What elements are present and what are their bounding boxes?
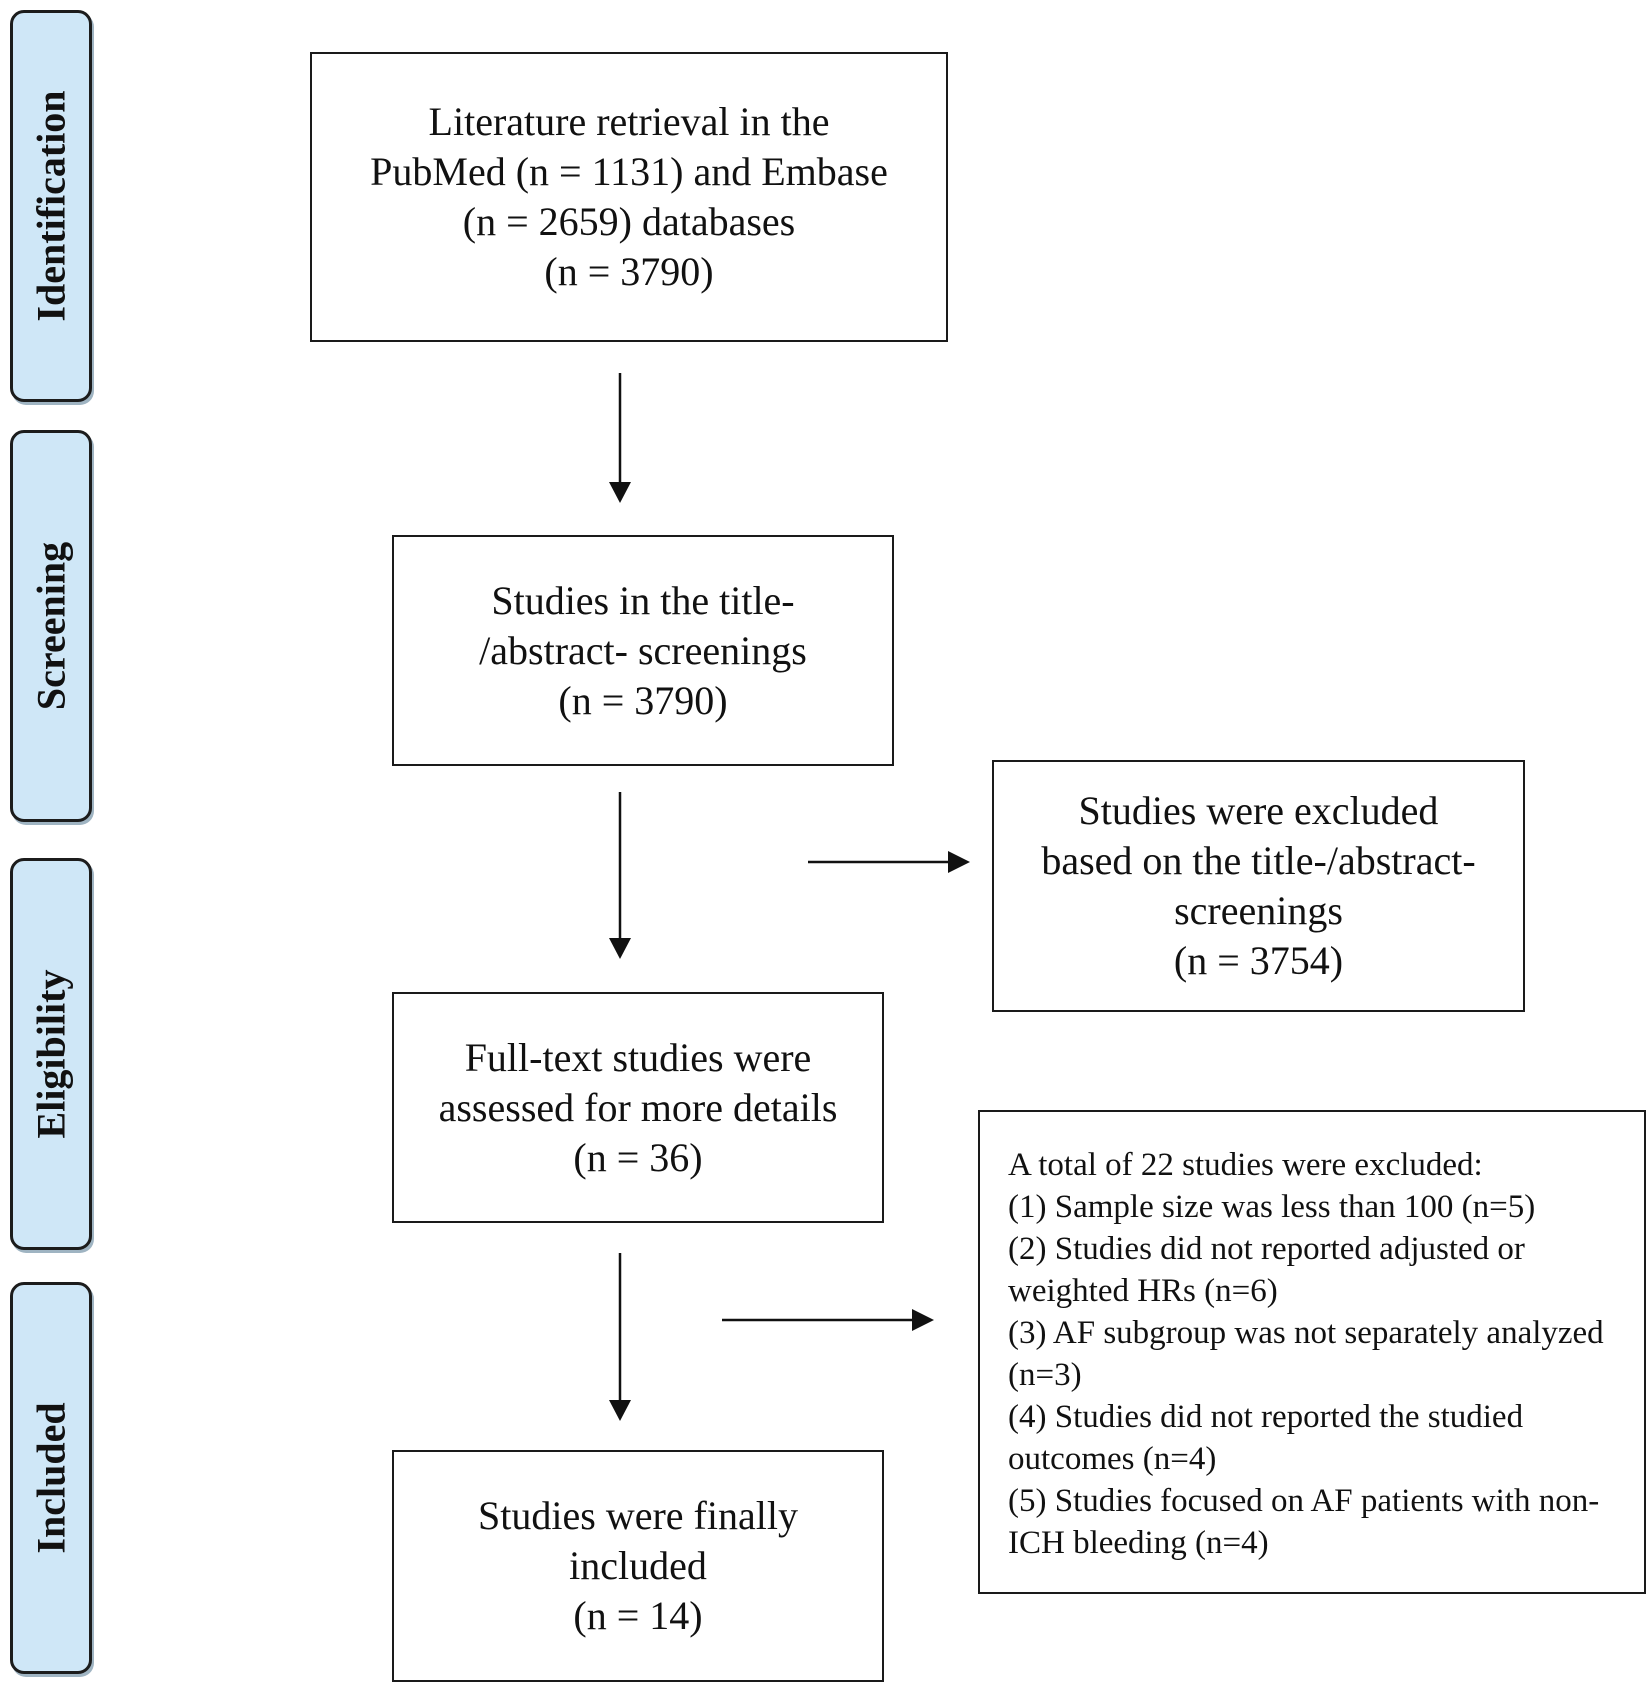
included-box-text: Studies were finally included (n = 14) xyxy=(478,1493,798,1638)
exclusion-reason-2: (2) Studies did not reported adjusted or… xyxy=(1008,1231,1525,1309)
exclusion-reason-4: (4) Studies did not reported the studied… xyxy=(1008,1399,1524,1477)
phase-included: Included xyxy=(10,1282,92,1674)
arrow-to-excluded-title xyxy=(808,851,970,873)
retrieval-box-text: Literature retrieval in the PubMed (n = … xyxy=(370,99,888,294)
phase-identification: Identification xyxy=(10,10,92,402)
exclusion-reason-3: (3) AF subgroup was not separately analy… xyxy=(1008,1315,1604,1393)
exclusion-detail-box: A total of 22 studies were excluded: (1)… xyxy=(978,1110,1646,1594)
exclusion-detail-heading: A total of 22 studies were excluded: xyxy=(1008,1147,1483,1183)
phase-screening: Screening xyxy=(10,430,92,822)
arrow-screening-to-fulltext xyxy=(609,792,631,959)
exclusion-reason-5: (5) Studies focused on AF patients with … xyxy=(1008,1483,1600,1561)
retrieval-box: Literature retrieval in the PubMed (n = … xyxy=(310,52,948,342)
fulltext-box: Full-text studies were assessed for more… xyxy=(392,992,884,1223)
screening-box-text: Studies in the title- /abstract- screeni… xyxy=(479,577,807,723)
included-box: Studies were finally included (n = 14) xyxy=(392,1450,884,1682)
fulltext-box-text: Full-text studies were assessed for more… xyxy=(438,1034,838,1180)
phase-eligibility: Eligibility xyxy=(10,858,92,1250)
exclusion-reason-list: (1) Sample size was less than 100 (n=5) … xyxy=(1008,1186,1620,1564)
arrow-retrieval-to-screening xyxy=(609,373,631,503)
excluded-title-box: Studies were excluded based on the title… xyxy=(992,760,1525,1012)
arrow-to-exclusion-detail xyxy=(722,1309,934,1331)
excluded-title-box-text: Studies were excluded based on the title… xyxy=(1041,788,1476,983)
screening-box: Studies in the title- /abstract- screeni… xyxy=(392,535,894,766)
exclusion-reason-1: (1) Sample size was less than 100 (n=5) xyxy=(1008,1189,1536,1225)
arrow-fulltext-to-included xyxy=(609,1253,631,1421)
